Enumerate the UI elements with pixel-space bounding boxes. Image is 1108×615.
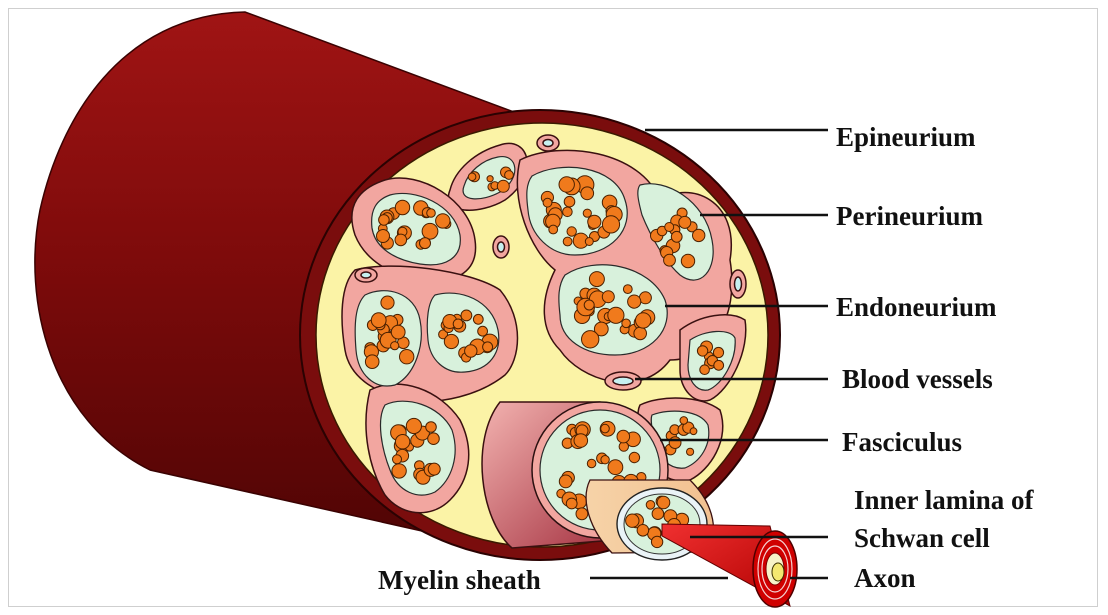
label-blood-vessels: Blood vessels [842, 364, 993, 394]
label-inner-lamina-line1: Inner lamina of [854, 485, 1034, 515]
label-perineurium: Perineurium [836, 201, 983, 231]
label-endoneurium: Endoneurium [836, 292, 997, 322]
label-epineurium: Epineurium [836, 122, 976, 152]
label-inner-lamina-line2: Schwan cell [854, 523, 990, 553]
label-axon: Axon [854, 563, 916, 593]
axon-core [772, 563, 784, 581]
label-myelin-sheath: Myelin sheath [378, 565, 541, 595]
label-fasciculus: Fasciculus [842, 427, 962, 457]
